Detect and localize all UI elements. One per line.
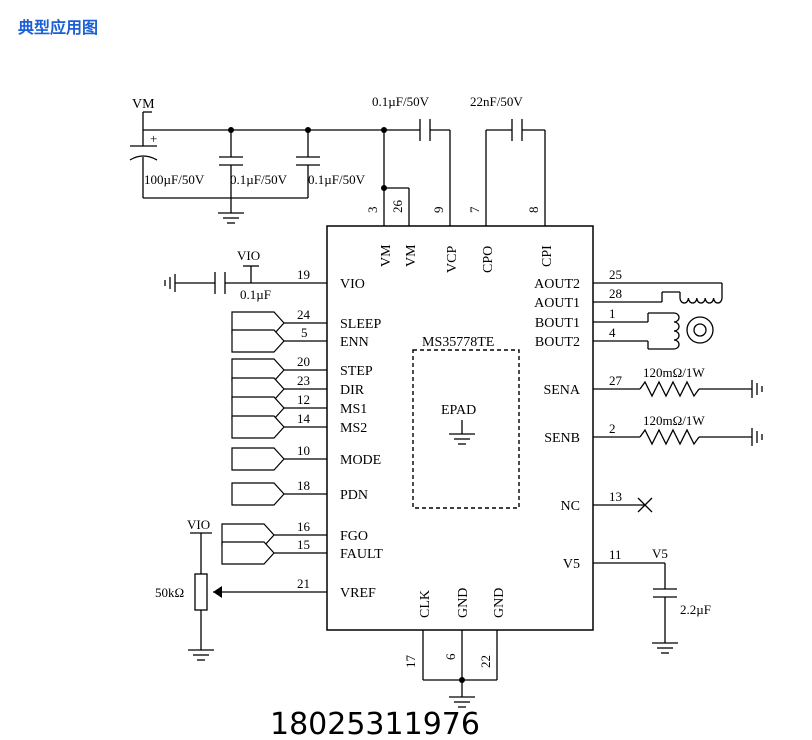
pin-label: SLEEP [340, 317, 381, 332]
pin-num: 15 [297, 537, 310, 552]
pin-num: 5 [301, 325, 308, 340]
pin-num: 1 [609, 306, 616, 321]
pin-label: AOUT1 [534, 296, 580, 311]
pin-label: ENN [340, 335, 369, 350]
pin-num: 20 [297, 354, 310, 369]
pin-label: STEP [340, 364, 373, 379]
pin-num: 23 [297, 373, 310, 388]
pin-label: FGO [340, 529, 368, 544]
pin-label: MS1 [340, 402, 367, 417]
pin-num: 8 [526, 207, 541, 214]
pin-num: 27 [609, 373, 623, 388]
phone-number: 18025311976 [270, 707, 480, 740]
pin-label: SENB [544, 431, 580, 446]
pin-label: MODE [340, 453, 381, 468]
v5-cap-value: 2.2µF [680, 602, 711, 617]
cp-cap-value: 22nF/50V [470, 94, 523, 109]
pin-label: DIR [340, 383, 365, 398]
epad-label: EPAD [441, 403, 476, 418]
ic-body [326, 225, 594, 631]
bulk-cap-value: 100µF/50V [144, 172, 205, 187]
v5-rail-label: V5 [652, 546, 668, 561]
senb-resistor-value: 120mΩ/1W [643, 413, 705, 428]
pin-label: BOUT2 [535, 335, 580, 350]
pin-num: 24 [297, 307, 311, 322]
svg-text:+: + [150, 131, 157, 146]
pin-num: 16 [297, 519, 311, 534]
pin-label: VM [404, 244, 419, 267]
pin-num: 10 [297, 443, 310, 458]
epad-outline [412, 349, 520, 509]
pin-label: GND [492, 588, 507, 618]
pin-label: MS2 [340, 421, 367, 436]
pin-num: 6 [443, 653, 458, 660]
pin-num: 7 [467, 206, 482, 213]
pin-label: BOUT1 [535, 316, 580, 331]
vcp-cap-value: 0.1µF/50V [372, 94, 430, 109]
vio-cap-value: 0.1µF [240, 287, 271, 302]
pin-num: 14 [297, 411, 311, 426]
pin-label: VCP [445, 246, 460, 273]
pin-num: 21 [297, 576, 310, 591]
chip-name: MS35778TE [422, 335, 494, 350]
pin-label: CPI [540, 245, 555, 267]
vm-rail-label: VM [132, 97, 155, 112]
pin-num: 3 [365, 207, 380, 214]
pin-label: CLK [418, 590, 433, 618]
pin-num: 26 [390, 200, 405, 214]
pin-label: FAULT [340, 547, 383, 562]
pin-num: 13 [609, 489, 622, 504]
vm-cap1-value: 0.1µF/50V [230, 172, 288, 187]
pin-num: 25 [609, 267, 622, 282]
vio-rail-label-2: VIO [187, 517, 210, 532]
pin-label: VREF [340, 586, 376, 601]
pin-label: V5 [563, 557, 580, 572]
page-title: 典型应用图 [18, 18, 99, 37]
pin-label: AOUT2 [534, 277, 580, 292]
pin-label: VIO [340, 277, 365, 292]
pin-label: PDN [340, 488, 368, 503]
pin-num: 12 [297, 392, 310, 407]
pin-label: NC [561, 499, 580, 514]
pin-label: SENA [543, 383, 580, 398]
pin-num: 11 [609, 547, 622, 562]
sena-resistor-value: 120mΩ/1W [643, 365, 705, 380]
pin-label: VM [379, 244, 394, 267]
pin-label: CPO [481, 246, 496, 273]
vm-cap2-value: 0.1µF/50V [308, 172, 366, 187]
pin-num: 2 [609, 421, 616, 436]
pin-num: 22 [478, 655, 493, 668]
pin-label: GND [456, 588, 471, 618]
vref-pot-value: 50kΩ [155, 585, 184, 600]
pin-num: 19 [297, 267, 310, 282]
pin-num: 17 [403, 655, 418, 669]
pin-num: 28 [609, 286, 622, 301]
pin-num: 18 [297, 478, 310, 493]
pin-num: 4 [609, 325, 616, 340]
pin-num: 9 [431, 207, 446, 214]
motor-icon [686, 316, 714, 344]
vio-rail-label: VIO [237, 248, 260, 263]
